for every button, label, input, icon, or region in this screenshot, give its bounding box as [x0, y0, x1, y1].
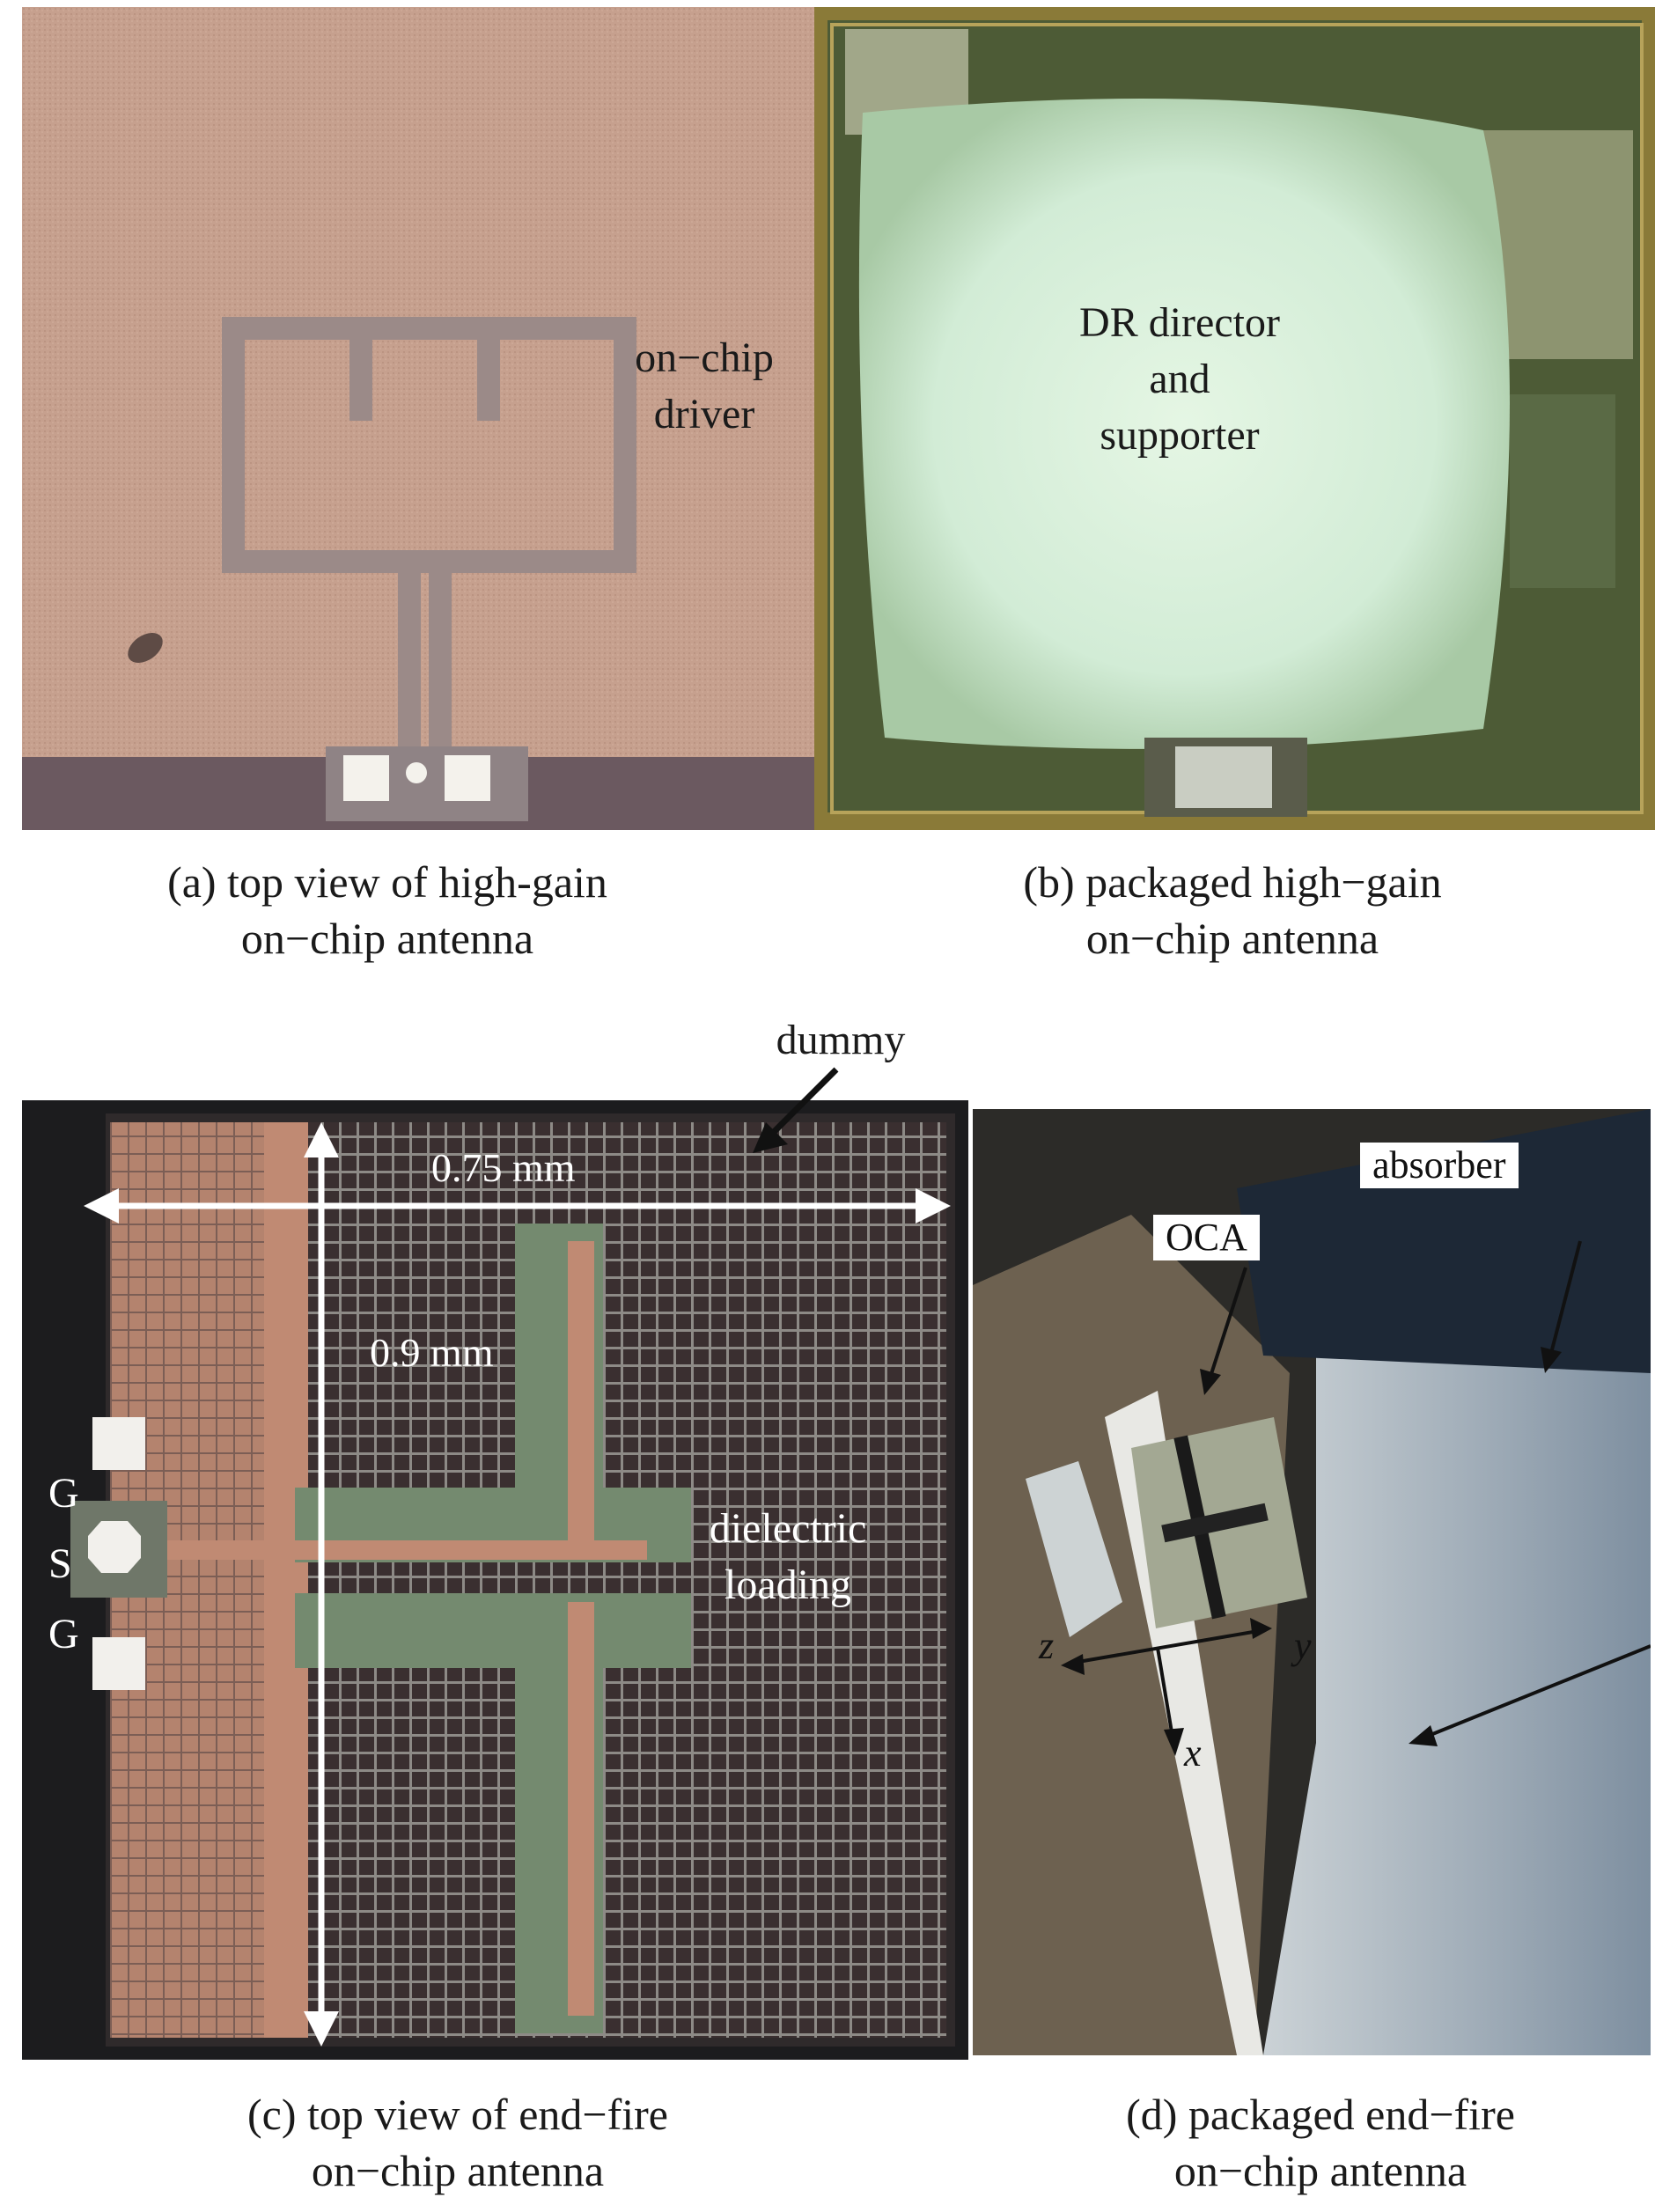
- caption-a: (a) top view of high-gain on−chip antenn…: [167, 857, 607, 963]
- label-height-dim: 0.9 mm: [370, 1330, 494, 1375]
- label-pad-g1: G: [48, 1470, 79, 1517]
- label-absorber: absorber: [1360, 1143, 1519, 1188]
- label-dummy: dummy: [776, 1017, 906, 1063]
- photo-panel-b: [814, 7, 1655, 830]
- pad-right: [445, 755, 490, 801]
- pad-left: [343, 755, 389, 801]
- pad-g1: [92, 1417, 145, 1470]
- label-dielectric-loading: dielectric loading: [709, 1505, 867, 1608]
- label-axis-x: x: [1184, 1731, 1202, 1775]
- pad-g2: [92, 1637, 145, 1690]
- label-width-dim: 0.75 mm: [431, 1145, 576, 1190]
- pad-s: [88, 1521, 141, 1573]
- photo-panel-a: [22, 7, 814, 830]
- label-oca: OCA: [1153, 1215, 1260, 1260]
- dummy-arrow: [753, 1067, 839, 1153]
- absorber-block: [1263, 1162, 1651, 2055]
- caption-b: (b) packaged high−gain on−chip antenna: [1023, 857, 1442, 963]
- photo-panel-c: [22, 1100, 968, 2060]
- loop-antenna-trace: [222, 317, 636, 782]
- dimension-arrows: [84, 1122, 951, 2047]
- label-pad-s: S: [48, 1540, 72, 1587]
- label-axis-y: y: [1294, 1624, 1312, 1667]
- caption-c: (c) top view of end−fire on−chip antenna: [246, 2090, 668, 2195]
- dr-director-block: [858, 99, 1510, 749]
- label-axis-z: z: [1039, 1624, 1055, 1667]
- label-pad-g2: G: [48, 1611, 79, 1657]
- oca-chip: [1131, 1417, 1307, 1628]
- label-dr-director: DR director and supporter: [1079, 299, 1280, 459]
- photo-panel-d: [973, 1109, 1651, 2055]
- caption-d: (d) packaged end−fire on−chip antenna: [1126, 2090, 1515, 2195]
- label-on-chip-driver: on−chip driver: [635, 334, 774, 437]
